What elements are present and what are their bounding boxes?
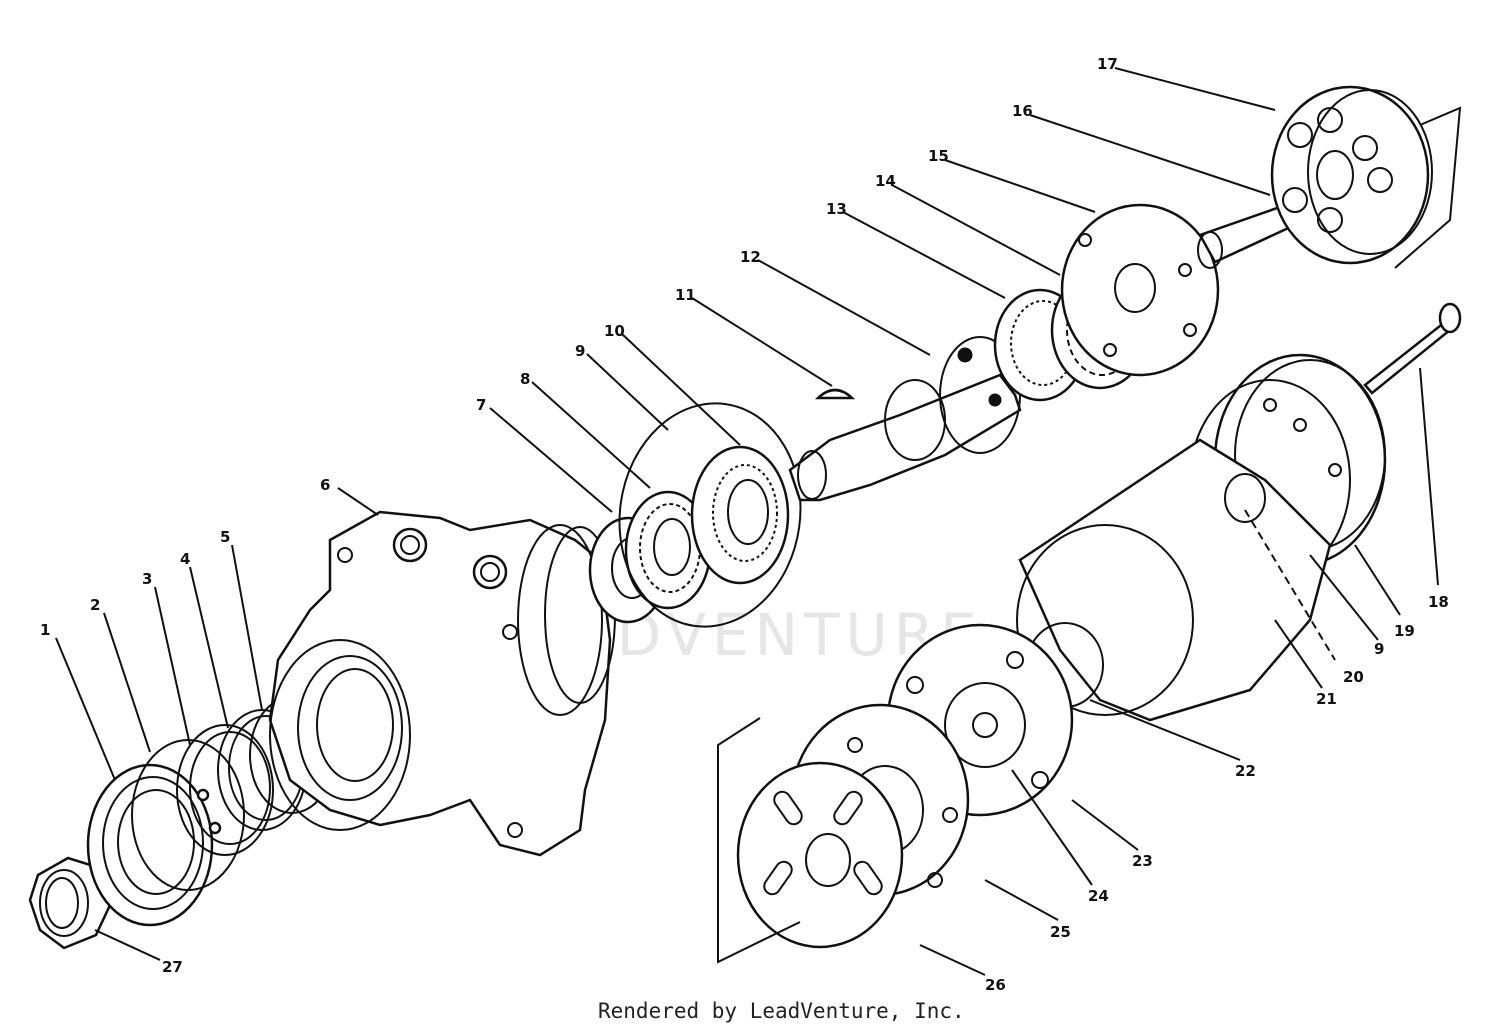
part-11-woodruff-key bbox=[814, 388, 856, 400]
callout-25: 25 bbox=[1050, 923, 1071, 941]
callout-15: 15 bbox=[928, 147, 949, 165]
part-1-seal bbox=[86, 763, 214, 927]
callout-27: 27 bbox=[162, 958, 183, 976]
callout-6: 6 bbox=[320, 476, 330, 494]
callout-9-upper: 9 bbox=[575, 342, 585, 360]
callout-11: 11 bbox=[675, 286, 696, 304]
callout-22: 22 bbox=[1235, 762, 1256, 780]
part-18-bolt bbox=[1363, 302, 1462, 395]
callout-labels: 1 2 3 4 5 6 7 8 9 10 11 12 13 14 15 16 1… bbox=[40, 55, 1449, 994]
callout-26: 26 bbox=[985, 976, 1006, 994]
callout-10: 10 bbox=[604, 322, 625, 340]
part-3-washer bbox=[176, 724, 274, 856]
callout-18: 18 bbox=[1428, 593, 1449, 611]
part-21-motor-body bbox=[1016, 438, 1336, 722]
callout-20: 20 bbox=[1343, 668, 1364, 686]
callout-19: 19 bbox=[1394, 622, 1415, 640]
callout-9-lower: 9 bbox=[1374, 640, 1384, 658]
part-27-hex-nut bbox=[28, 856, 112, 950]
callout-12: 12 bbox=[740, 248, 761, 266]
group-bracket-17 bbox=[1394, 106, 1462, 269]
callout-7: 7 bbox=[476, 396, 486, 414]
callout-14: 14 bbox=[875, 172, 896, 190]
part-10-bearing bbox=[690, 445, 790, 585]
callout-16: 16 bbox=[1012, 102, 1033, 120]
callout-5: 5 bbox=[220, 528, 230, 546]
callout-21: 21 bbox=[1316, 690, 1337, 708]
part-17-rotor bbox=[1270, 85, 1433, 265]
part-12-output-shaft bbox=[788, 336, 1022, 502]
callout-1: 1 bbox=[40, 621, 50, 639]
group-bracket-26 bbox=[717, 717, 801, 964]
callout-2: 2 bbox=[90, 596, 100, 614]
callout-17: 17 bbox=[1097, 55, 1118, 73]
callout-13: 13 bbox=[826, 200, 847, 218]
part-15-wear-plate bbox=[1060, 203, 1220, 377]
callout-8: 8 bbox=[520, 370, 530, 388]
callout-23: 23 bbox=[1132, 852, 1153, 870]
part-26-end-plate bbox=[736, 761, 904, 949]
callout-4: 4 bbox=[180, 550, 190, 568]
part-9-o-ring-upper bbox=[618, 402, 802, 628]
callout-3: 3 bbox=[142, 570, 152, 588]
part-6-housing bbox=[268, 510, 616, 857]
credit-text: Rendered by LeadVenture, Inc. bbox=[598, 999, 965, 1023]
callout-24: 24 bbox=[1088, 887, 1109, 905]
leader-lines bbox=[55, 67, 1439, 976]
